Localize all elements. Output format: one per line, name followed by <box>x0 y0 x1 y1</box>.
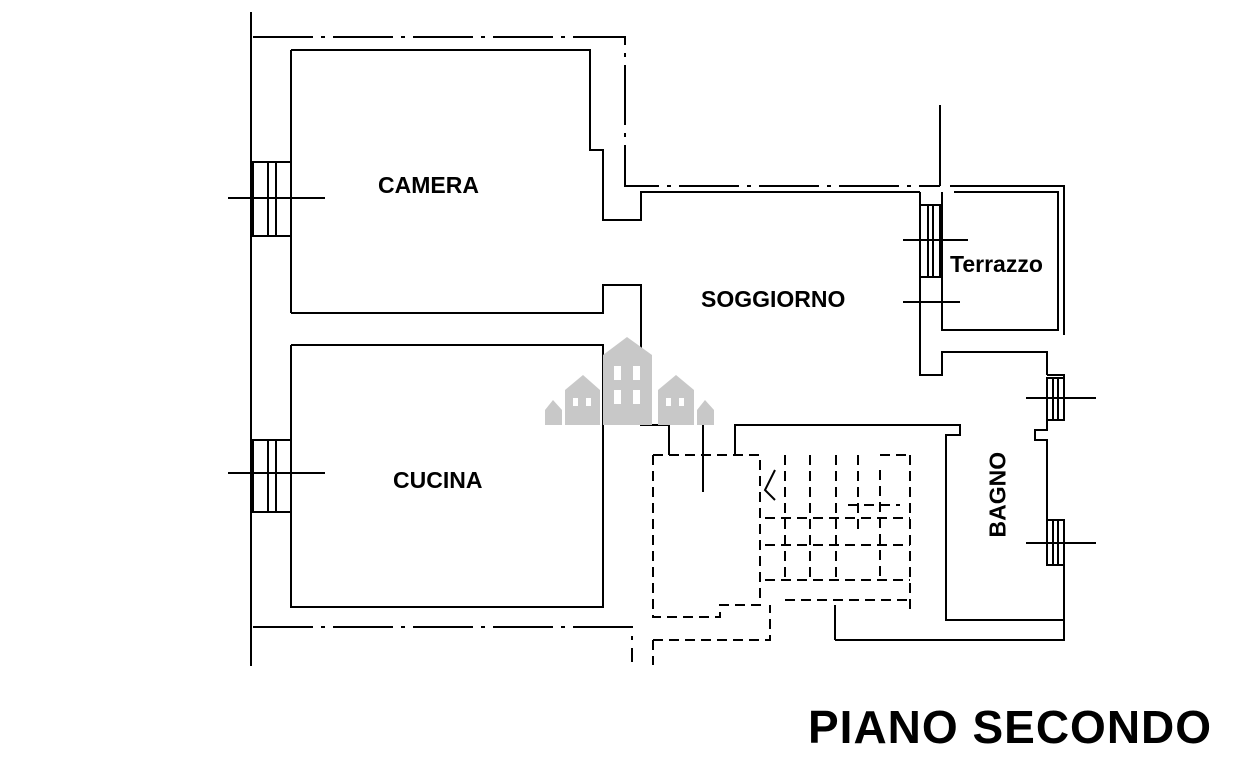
bottom-boundary-line <box>253 626 633 662</box>
cucina-wall <box>290 344 604 608</box>
terrazzo-outer <box>950 185 1065 335</box>
room-label-cucina: CUCINA <box>393 467 483 493</box>
bottom-right-wall <box>835 620 1065 641</box>
bagno-right-wall <box>1034 374 1065 520</box>
room-label-camera: CAMERA <box>378 172 479 198</box>
soggiorno-right-wall <box>919 192 1048 376</box>
upper-boundary-line <box>624 160 940 187</box>
room-label-bagno: BAGNO <box>984 451 1011 538</box>
top-boundary-line <box>253 36 626 160</box>
stair-area <box>652 454 911 665</box>
cucina-window <box>252 439 292 513</box>
terrazzo-inner <box>941 191 1059 331</box>
camera-wall <box>291 49 920 221</box>
room-label-soggiorno: SOGGIORNO <box>701 286 846 312</box>
room-label-terrazzo: Terrazzo <box>950 251 1043 277</box>
buildings-watermark-icon <box>545 337 714 425</box>
floor-title: PIANO SECONDO <box>808 701 1213 753</box>
